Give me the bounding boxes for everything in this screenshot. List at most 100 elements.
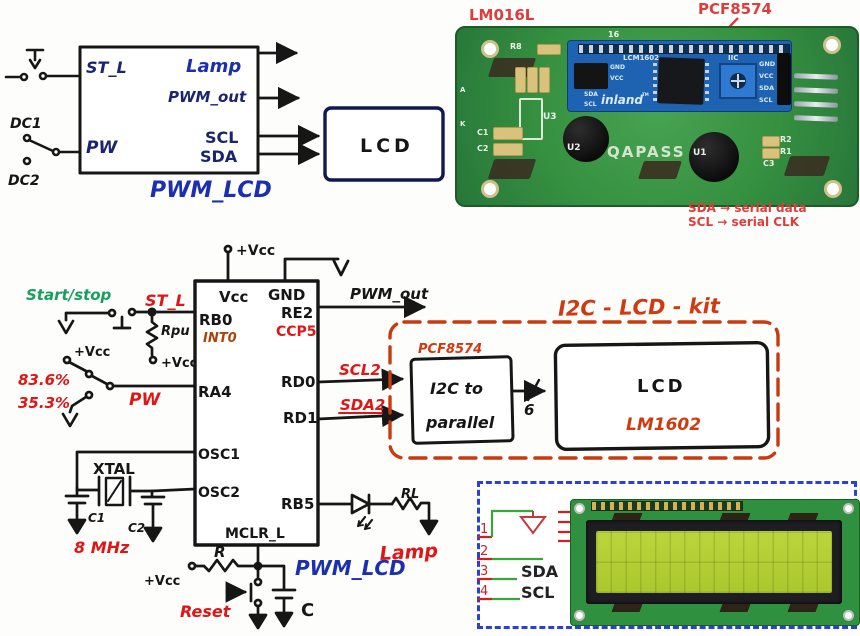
scl2-label: SCL2 [339, 361, 381, 379]
sim-lcd-screen [596, 531, 832, 593]
gnd-net [283, 257, 350, 283]
header-label-sda: SDA [759, 84, 775, 92]
pin-gnd: GND [268, 286, 305, 304]
sim-module-pinrow [591, 501, 743, 511]
pin-mclr: MCLR_L [225, 526, 285, 542]
legend-row-sda: SDA → serial data [688, 201, 807, 215]
bus-arrow [510, 378, 547, 403]
ref-r2: R2 [780, 135, 792, 144]
dc-selector-switch [22, 133, 82, 166]
ref-c1: C1 [477, 128, 489, 137]
lcd-module-photo: LM016L PCF8574 R8 U3 C1 C2 [455, 0, 860, 240]
pw-selector-net [61, 355, 197, 428]
contrast-potentiometer [719, 63, 757, 99]
signal-legend: SDA → serial data SCL → serial CLK [688, 201, 807, 229]
kit-lcd-label: LCD [637, 376, 686, 397]
chip-pins [653, 61, 657, 101]
sim-sda-label: SDA [521, 562, 559, 581]
port-pw-label: PW [86, 138, 118, 158]
sim-lcd-module [570, 499, 860, 626]
sim-pin-stubs [477, 510, 570, 601]
i2c-lcd-kit-box [388, 320, 780, 460]
vcc-pullup-label: +Vcc [161, 356, 197, 371]
ref-r1: R1 [780, 147, 792, 156]
jumper-pin-vcc: VCC [610, 75, 624, 82]
pin-int0: INT0 [203, 331, 237, 346]
st-l-label: ST_L [145, 291, 186, 310]
r-label: R [214, 543, 226, 561]
resistor [539, 67, 550, 93]
pwm-lcd-block [78, 45, 260, 175]
pin-rb5: RB5 [281, 495, 314, 513]
pin-osc1: OSC1 [198, 447, 240, 463]
vcc-reset-label: +Vcc [144, 574, 180, 589]
dc1-label: DC1 [10, 116, 42, 132]
backpack-header-block [777, 53, 791, 105]
header-label-gnd: GND [759, 60, 776, 68]
mount-hole [824, 180, 842, 198]
photo-module-label: LM016L [469, 6, 535, 24]
pcf8574-chip [657, 57, 705, 105]
bezel-tab [487, 159, 537, 179]
backpack-brand: inland [601, 93, 643, 107]
u3-outline [519, 98, 543, 140]
i2c-backpack-board: LCM1602 IIC GND VCC SDA SCL GND VCC SDA … [567, 40, 792, 112]
sim-wires-svg: 1 2 3 4 SDA SCL [477, 509, 570, 602]
solder-pad [762, 148, 780, 159]
header-pin [793, 87, 839, 94]
backpack-iic: IIC [728, 54, 739, 62]
bezel-tab [783, 156, 831, 176]
mount-hole [823, 36, 841, 54]
sim-pin-3: 3 [480, 564, 488, 579]
sim-pin-2: 2 [480, 544, 488, 559]
photo-chip-label: PCF8574 [698, 0, 772, 18]
bezel-tab [638, 161, 682, 179]
duty-hi-label: 83.6% [18, 371, 70, 389]
port-pwm-out-label: PWM_out [168, 88, 247, 106]
sim-lcd-bezel [586, 520, 842, 604]
header-pin [793, 115, 839, 122]
chip-pins [705, 61, 709, 101]
sim-pin-4: 4 [480, 584, 488, 599]
pin-osc2: OSC2 [198, 485, 240, 501]
cap-pad [493, 143, 523, 156]
lcd-block [323, 106, 445, 182]
block-output-arrows [256, 41, 321, 166]
sim-mount-hole [574, 503, 585, 514]
cap-pad [493, 127, 523, 140]
reset-label: Reset [180, 602, 232, 621]
i2c-parallel-box [409, 355, 515, 445]
resistor [527, 67, 538, 93]
pin-ccp5: CCP5 [276, 324, 317, 340]
header-pin [793, 73, 839, 80]
jumper-pin-sda: SDA [584, 91, 598, 98]
mount-hole [481, 180, 499, 198]
kit-title: I2C - LCD - kit [558, 294, 721, 321]
pin-vcc: Vcc [219, 288, 248, 306]
mcu-body [193, 279, 320, 547]
kathode-label: K [460, 120, 466, 128]
rl-label: RL [401, 487, 419, 502]
ref-c2: C2 [477, 144, 489, 153]
jumper-pin-gnd: GND [610, 64, 625, 71]
xtal-label: XTAL [93, 460, 135, 478]
dc2-label: DC2 [8, 173, 40, 189]
start-stop-label: Start/stop [26, 286, 112, 304]
top-block-diagram: ST_L PW Lamp PWM_out SCL SDA DC1 DC2 PWM… [4, 41, 445, 203]
cap-label: C [301, 600, 314, 621]
sim-mount-hole [843, 610, 854, 621]
sim-bezel-tab [719, 604, 751, 612]
pin16-label: 16 [608, 30, 620, 39]
right-arrow-icon: → [720, 201, 731, 215]
c1-label: C1 [88, 511, 105, 525]
sim-mount-hole [574, 610, 585, 621]
anode-label: A [460, 86, 466, 94]
mount-hole [481, 40, 499, 58]
lcd-lm1602-box [553, 340, 771, 452]
mcu-schematic: +Vcc Vcc GND RB0 INT0 RE2 CCP5 RA4 RD0 R… [18, 243, 780, 630]
legend-scl-desc: serial CLK [731, 215, 799, 229]
i2c-box-line1: I2C to [430, 379, 483, 398]
sim-mount-hole [843, 503, 854, 514]
